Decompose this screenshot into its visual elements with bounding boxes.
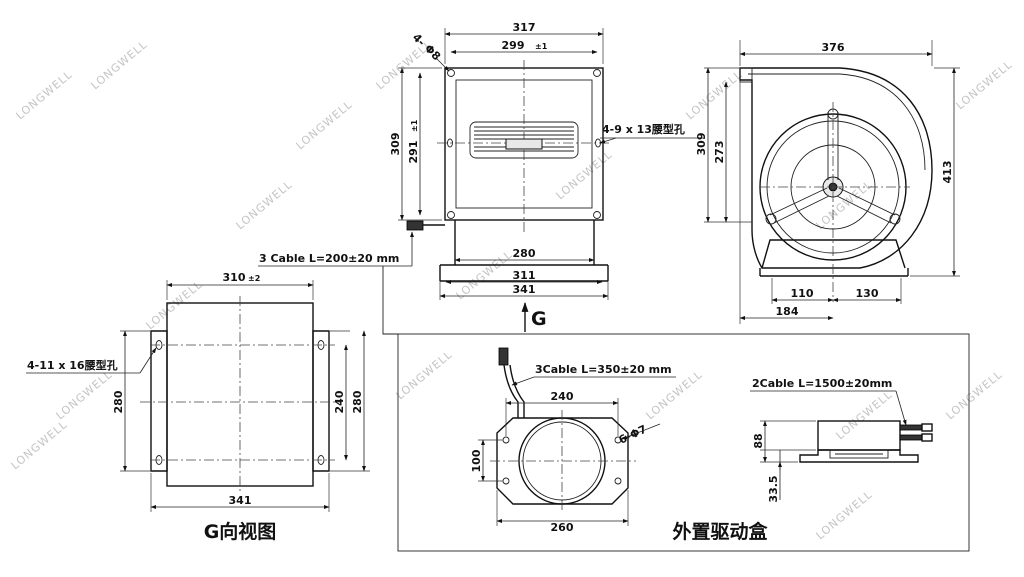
watermark: LONGWELL — [394, 348, 455, 402]
dim-88: 88 — [752, 433, 765, 448]
tol-310: ±2 — [248, 274, 260, 283]
drive-cable3-label: 3Cable L=350±20 mm — [535, 363, 672, 376]
dim-413: 413 — [941, 161, 954, 184]
front-view: 317 299 ±1 4- Φ8 309 291 ±1 4-9 x 13腰型孔 … — [258, 21, 704, 335]
drive-cable2-label: 2Cable L=1500±20mm — [752, 377, 892, 390]
drive-side-flange — [799, 449, 919, 463]
dim-341-g: 341 — [229, 494, 252, 507]
watermark: LONGWELL — [644, 368, 705, 422]
dim-33-5: 33.5 — [767, 475, 780, 502]
watermark: LONGWELL — [54, 368, 115, 422]
dim-341-front: 341 — [513, 283, 536, 296]
scroll-housing — [739, 67, 933, 269]
front-slot-label: 4-9 x 13腰型孔 — [602, 122, 685, 136]
drive-flange — [496, 417, 629, 505]
dim-280-g-right: 280 — [351, 390, 364, 413]
tol-299: ±1 — [535, 42, 548, 51]
side-view: 376 309 273 413 110 130 184 — [695, 40, 960, 324]
front-cable-label: 3 Cable L=200±20 mm — [259, 252, 399, 265]
dim-299: 299 — [502, 39, 525, 52]
cable-connector — [498, 347, 509, 366]
dim-110: 110 — [791, 287, 814, 300]
dim-311: 311 — [513, 269, 536, 282]
support-arm-left — [769, 187, 830, 224]
dim-291: 291 — [407, 141, 420, 164]
dim-273: 273 — [713, 141, 726, 164]
slot-hole — [447, 138, 453, 148]
dim-130: 130 — [856, 287, 879, 300]
dim-310: 310 — [223, 271, 246, 284]
watermark: LONGWELL — [9, 418, 70, 472]
support-arm-top — [827, 112, 839, 180]
dim-100: 100 — [470, 449, 483, 472]
support-arm-right — [836, 187, 896, 224]
watermark: LONGWELL — [814, 488, 875, 542]
bolt-hole — [593, 211, 601, 219]
g-view: 310 ±2 4-11 x 16腰型孔 280 240 280 341 G向视图 — [26, 271, 370, 543]
dim-376: 376 — [822, 41, 845, 54]
dim-240-g: 240 — [333, 390, 346, 413]
watermark: LONGWELL — [944, 368, 1005, 422]
watermark: LONGWELL — [144, 278, 205, 332]
bolt-hole — [447, 69, 455, 77]
watermark: LONGWELL — [954, 58, 1015, 112]
cable-end — [899, 424, 923, 431]
motor-hub — [505, 138, 543, 150]
watermark: LONGWELL — [684, 68, 745, 122]
cable-end — [899, 434, 923, 441]
blower-wheel — [469, 121, 579, 159]
watermark: LONGWELL — [234, 178, 295, 232]
dim-240-drive: 240 — [551, 390, 574, 403]
drive-box-title: 外置驱动盒 — [672, 520, 768, 543]
dim-184: 184 — [776, 305, 799, 318]
watermark: LONGWELL — [14, 68, 75, 122]
g-view-right-flange — [312, 330, 330, 472]
watermark: LONGWELL — [454, 248, 515, 302]
dim-280-g: 280 — [112, 390, 125, 413]
dim-309-front: 309 — [389, 133, 402, 156]
cable-connector — [406, 220, 424, 231]
drive-box-panel: 3Cable L=350±20 mm 240 6-Φ7 100 260 — [397, 333, 970, 552]
dim-260: 260 — [551, 521, 574, 534]
watermark: LONGWELL — [294, 98, 355, 152]
watermark: LONGWELL — [89, 38, 150, 92]
bolt-hole — [593, 69, 601, 77]
g-slot-label: 4-11 x 16腰型孔 — [27, 358, 118, 372]
view-arrow-label: G — [531, 308, 547, 330]
watermark: LONGWELL — [834, 388, 895, 442]
watermark: LONGWELL — [554, 148, 615, 202]
drive-box-frame — [397, 333, 970, 552]
dim-280-front: 280 — [513, 247, 536, 260]
g-view-left-flange — [150, 330, 168, 472]
dim-317: 317 — [513, 21, 536, 34]
bolt-hole — [447, 211, 455, 219]
dim-309-side: 309 — [695, 133, 708, 156]
tol-291: ±1 — [410, 119, 419, 132]
g-view-title: G向视图 — [204, 520, 277, 543]
